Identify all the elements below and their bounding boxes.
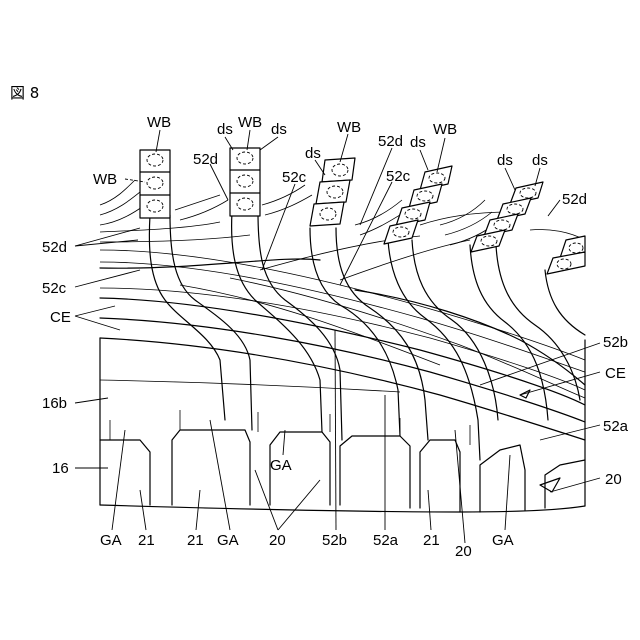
label-ga-mid: GA bbox=[270, 457, 292, 474]
label-ds-4: ds bbox=[410, 134, 426, 151]
label-bottom-21-3: 21 bbox=[423, 532, 440, 549]
terminal-stack-2 bbox=[230, 148, 260, 216]
label-ds-1: ds bbox=[217, 121, 233, 138]
label-52d-1: 52d bbox=[193, 151, 218, 168]
label-wb-3: WB bbox=[337, 119, 361, 136]
label-wb-1: WB bbox=[147, 114, 171, 131]
label-16: 16 bbox=[52, 460, 69, 477]
terminal-stack-1 bbox=[140, 150, 170, 218]
terminal-stack-3 bbox=[310, 158, 355, 226]
label-bottom-20-1: 20 bbox=[269, 532, 286, 549]
coil-end-band bbox=[100, 250, 585, 440]
label-bottom-21-2: 21 bbox=[187, 532, 204, 549]
label-52a-right: 52a bbox=[603, 418, 629, 435]
label-52b-right: 52b bbox=[603, 334, 628, 351]
label-ds-5: ds bbox=[497, 152, 513, 169]
label-16b: 16b bbox=[42, 395, 67, 412]
label-wb-left: WB bbox=[93, 171, 117, 188]
label-wb-2: WB bbox=[238, 114, 262, 131]
label-ce-right: CE bbox=[605, 365, 626, 382]
label-bottom-21-1: 21 bbox=[138, 532, 155, 549]
terminal-stack-6 bbox=[547, 236, 585, 274]
label-52c-2: 52c bbox=[386, 168, 411, 185]
label-bottom-52b: 52b bbox=[322, 532, 347, 549]
stator-core bbox=[100, 338, 585, 512]
label-ds-6: ds bbox=[532, 152, 548, 169]
label-bottom-ga-3: GA bbox=[492, 532, 514, 549]
label-20-right: 20 bbox=[605, 471, 622, 488]
label-wb-4: WB bbox=[433, 121, 457, 138]
label-bottom-ga-1: GA bbox=[100, 532, 122, 549]
terminal-stack-5 bbox=[471, 182, 543, 252]
label-bottom-52a: 52a bbox=[373, 532, 399, 549]
label-52d-3: 52d bbox=[562, 191, 587, 208]
label-52d-2: 52d bbox=[378, 133, 403, 150]
label-bottom-20-2: 20 bbox=[455, 543, 472, 560]
label-52c-left: 52c bbox=[42, 280, 67, 297]
coil-conductors bbox=[100, 212, 585, 460]
label-ce-left: CE bbox=[50, 309, 71, 326]
label-52c-1: 52c bbox=[282, 169, 307, 186]
label-ds-2: ds bbox=[271, 121, 287, 138]
label-ds-3: ds bbox=[305, 145, 321, 162]
label-bottom-ga-2: GA bbox=[217, 532, 239, 549]
label-52d-left: 52d bbox=[42, 239, 67, 256]
